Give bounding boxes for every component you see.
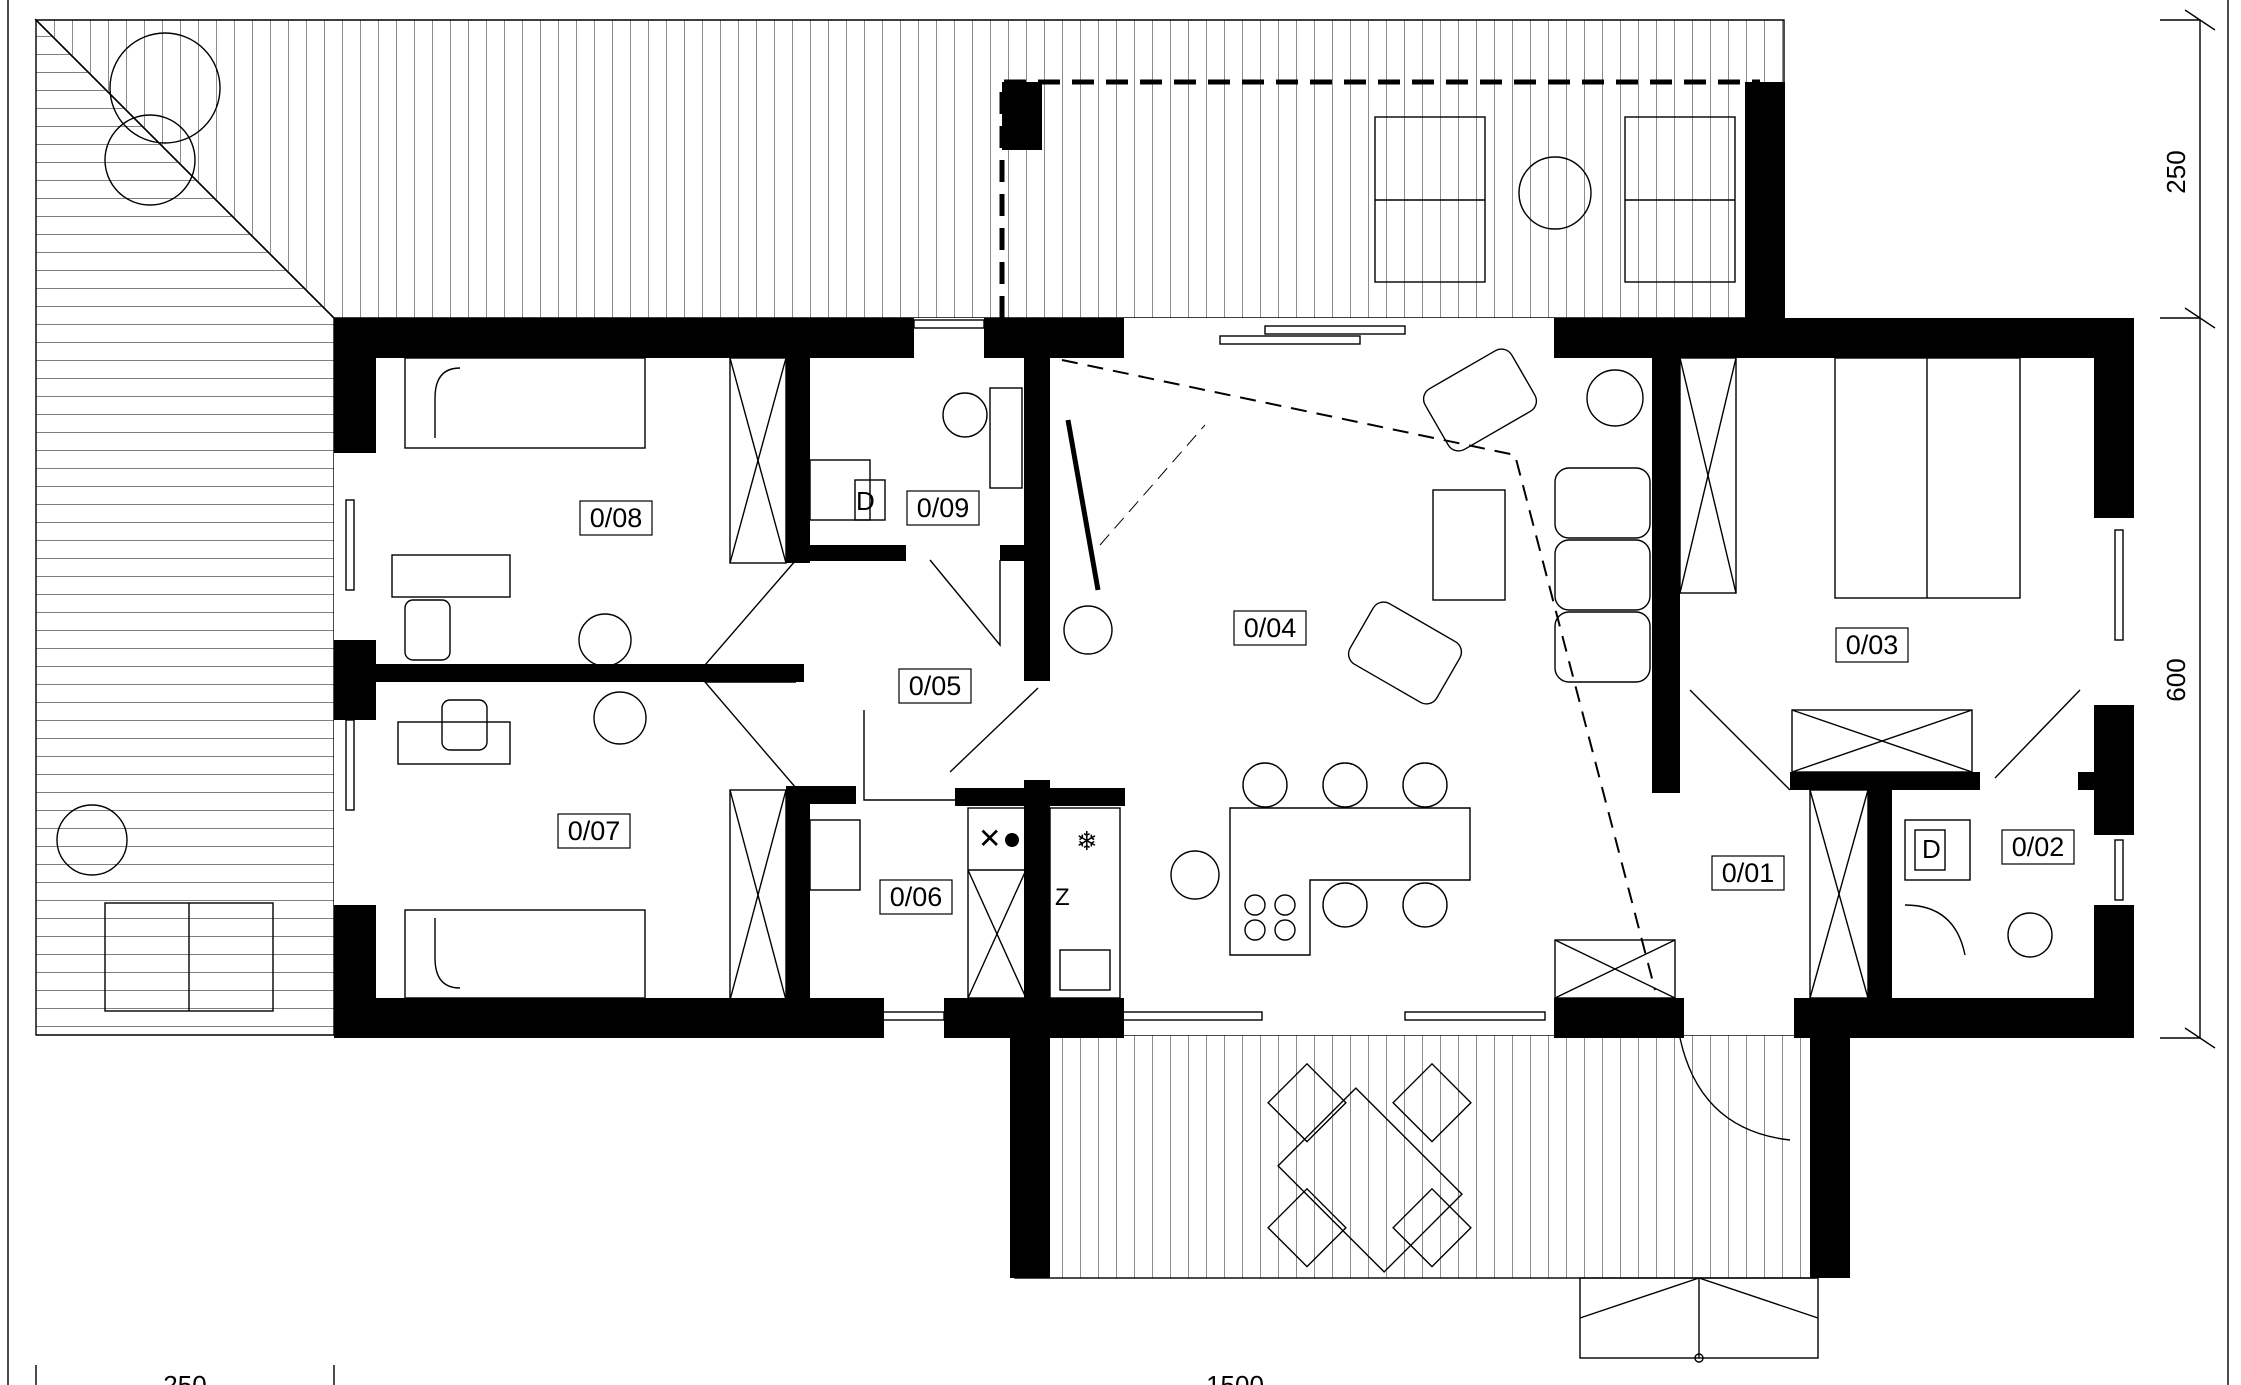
walls bbox=[334, 82, 2134, 1278]
svg-text:0/04: 0/04 bbox=[1244, 613, 1297, 643]
top-terrace bbox=[34, 19, 1785, 319]
plants bbox=[104, 32, 1644, 900]
room-label-0-02: 0/02 bbox=[2001, 829, 2075, 865]
room-label-0-08: 0/08 bbox=[579, 500, 653, 536]
kitchen-counter bbox=[967, 807, 1121, 999]
fridge-icon: ❄ bbox=[1076, 827, 1098, 857]
svg-text:0/03: 0/03 bbox=[1846, 630, 1899, 660]
oven-label: Z bbox=[1055, 884, 1070, 911]
dimension-label-top-right: 250 bbox=[2161, 150, 2191, 193]
toilet-icon: D bbox=[1922, 834, 1941, 864]
svg-text:0/09: 0/09 bbox=[917, 493, 970, 523]
doors bbox=[703, 419, 2081, 1141]
hob-icon: ✕ bbox=[978, 822, 1001, 855]
sight-lines bbox=[1061, 359, 1656, 991]
dimension-label-right: 600 bbox=[2161, 658, 2191, 701]
terrace-furniture bbox=[56, 116, 1736, 1273]
entrance-steps bbox=[1579, 1277, 1819, 1363]
toilet-symbols: D D bbox=[856, 486, 1941, 864]
dimension-right: 250 600 bbox=[2160, 9, 2216, 1049]
kitchen-symbols: ✕ ❄ Z bbox=[978, 822, 1098, 911]
room-label-0-07: 0/07 bbox=[557, 813, 631, 849]
room-label-0-06: 0/06 bbox=[879, 879, 953, 915]
drawing-frame bbox=[7, 0, 2229, 1385]
desks bbox=[391, 554, 511, 765]
dimension-bottom: 250 1500 bbox=[35, 1365, 1264, 1385]
svg-text:0/07: 0/07 bbox=[568, 816, 621, 846]
bathroom-fixtures bbox=[809, 387, 2053, 958]
svg-text:0/01: 0/01 bbox=[1722, 858, 1775, 888]
kitchen-island bbox=[1229, 762, 1471, 956]
svg-text:0/06: 0/06 bbox=[890, 882, 943, 912]
svg-text:0/05: 0/05 bbox=[909, 671, 962, 701]
sofa bbox=[1432, 467, 1651, 683]
room-label-0-01: 0/01 bbox=[1711, 855, 1785, 891]
svg-text:0/08: 0/08 bbox=[590, 503, 643, 533]
dimension-label-bottom-left: 250 bbox=[163, 1370, 206, 1385]
toilet-icon: D bbox=[856, 486, 875, 516]
room-label-0-05: 0/05 bbox=[898, 668, 972, 704]
wardrobes bbox=[729, 357, 1973, 1001]
armchairs bbox=[1347, 348, 1538, 705]
room-label-0-09: 0/09 bbox=[906, 490, 980, 526]
svg-text:0/02: 0/02 bbox=[2012, 832, 2065, 862]
room-label-0-04: 0/04 bbox=[1233, 610, 1307, 646]
room-label-0-03: 0/03 bbox=[1835, 627, 1909, 663]
canopy-outline bbox=[999, 79, 1760, 318]
dimension-label-bottom-main: 1500 bbox=[1206, 1370, 1264, 1385]
windows bbox=[345, 319, 2124, 1021]
bottom-terrace bbox=[1014, 1034, 1816, 1279]
beds bbox=[404, 357, 2021, 999]
